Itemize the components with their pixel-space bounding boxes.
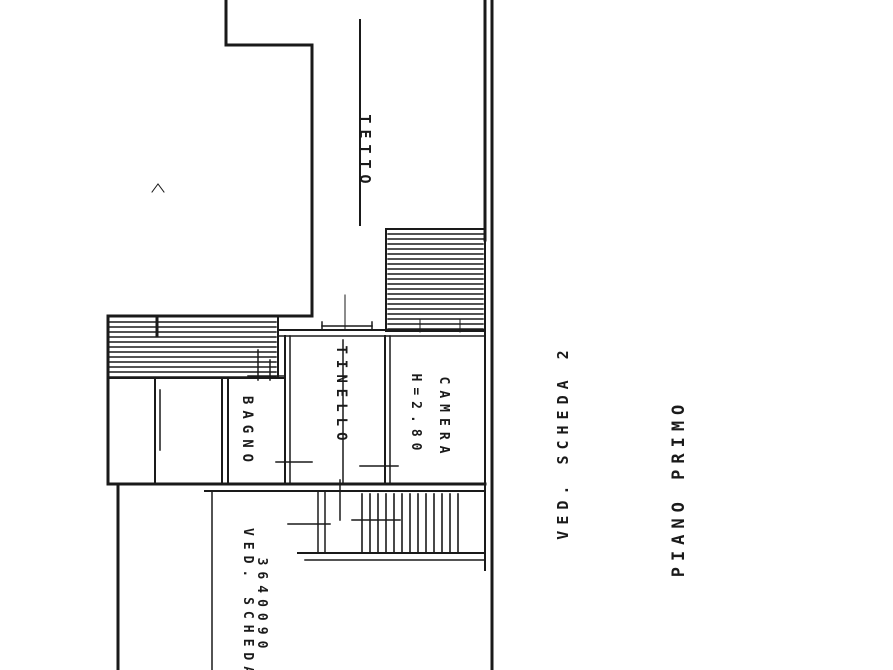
hatched-balcony-right (385, 228, 486, 332)
label-bedroom: CAMERA (436, 377, 451, 460)
label-see-sheet: VED. SCHEDA 2 (554, 344, 572, 539)
label-roof: TETTO (356, 114, 374, 189)
staircase (287, 479, 486, 561)
label-sheet-number: 3640090 (254, 558, 269, 655)
label-height: H=2.80 (408, 374, 423, 457)
label-floor: PIANO PRIMO (669, 399, 689, 578)
label-sheet-ref: VED. SCHEDA (240, 528, 255, 670)
rooms-outline (106, 294, 487, 492)
north-mark (151, 183, 165, 193)
right-boundary-wall (483, 0, 494, 670)
label-dining: TINELLO (333, 345, 349, 446)
label-bath: BAGNO (239, 396, 255, 468)
lower-outline (116, 482, 213, 670)
hatched-balcony-left (107, 315, 279, 379)
roof-outline (106, 0, 361, 486)
